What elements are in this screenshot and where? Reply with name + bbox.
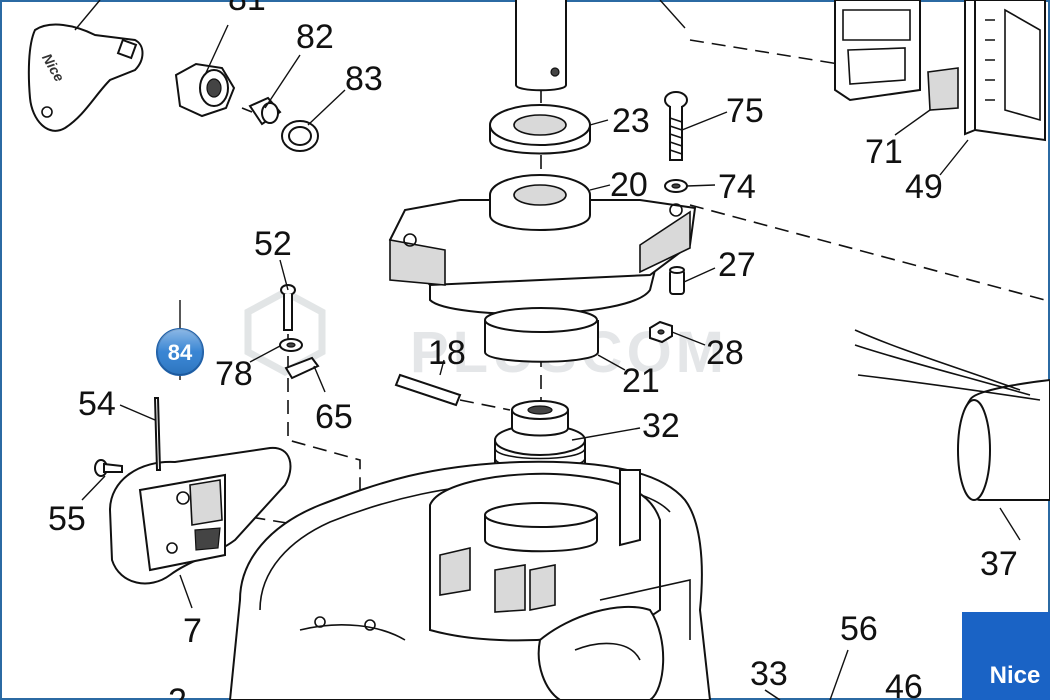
part-81-nut	[174, 62, 236, 118]
output-shaft	[515, 0, 567, 92]
nice-brand-box	[962, 612, 1050, 700]
part-18-pin	[394, 373, 462, 407]
part-23-bearing	[489, 104, 591, 155]
callout-46: 46	[885, 668, 923, 700]
callout-55: 55	[48, 500, 86, 538]
callout-71: 71	[865, 133, 903, 171]
badge-gloss	[157, 329, 203, 375]
callout-7: 7	[183, 612, 202, 650]
part-82-bush	[241, 96, 282, 126]
part-71-control-board	[834, 0, 959, 111]
part-20-flange	[388, 174, 697, 315]
part-55-screw	[94, 459, 123, 477]
callout-81: 81	[228, 0, 266, 18]
callout-37: 37	[980, 545, 1018, 583]
part-65-cap	[284, 356, 320, 380]
callout-21: 21	[622, 362, 660, 400]
callout-75: 75	[726, 92, 764, 130]
part-75-screw	[664, 91, 688, 161]
part-33-screw	[764, 689, 781, 700]
callout-2: 2	[168, 682, 187, 700]
part-78-washer	[279, 338, 303, 352]
callout-78: 78	[215, 355, 253, 393]
nice-brand-label: Nice	[990, 662, 1041, 689]
callout-49: 49	[905, 168, 943, 206]
callout-labels: 81 82 83 23 75 20 74 71 49 52 27 18 28 2…	[48, 0, 1018, 700]
part-7-cover	[108, 446, 292, 585]
callout-65: 65	[315, 398, 353, 436]
callout-20: 20	[610, 166, 648, 204]
release-key-part: Nice	[27, 23, 144, 132]
part-74-washer	[664, 179, 688, 193]
callout-32: 32	[642, 407, 680, 445]
callout-23: 23	[612, 102, 650, 140]
callout-82: 82	[296, 18, 334, 56]
part-28-nut	[649, 320, 673, 344]
callout-33: 33	[750, 655, 788, 693]
callout-28: 28	[706, 334, 744, 372]
part-2-housing	[228, 460, 712, 700]
callout-56: 56	[840, 610, 878, 648]
part-52-screw	[280, 284, 296, 331]
callout-52: 52	[254, 225, 292, 263]
part-83-ring	[281, 120, 319, 152]
badge-label: 84	[168, 340, 193, 365]
highlight-badge-84[interactable]: 84	[156, 328, 204, 376]
callout-18: 18	[428, 334, 466, 372]
leader-lines	[74, 0, 1021, 700]
part-49-limit-switch-bracket	[964, 0, 1046, 142]
nice-brand-badge: Nice	[962, 612, 1050, 700]
callout-27: 27	[718, 246, 756, 284]
part-27-spacer	[669, 266, 685, 295]
callout-83: 83	[345, 60, 383, 98]
part-21-bushing	[484, 307, 599, 363]
part-37-capacitor	[854, 329, 1050, 501]
callout-54: 54	[78, 385, 116, 423]
callout-74: 74	[718, 168, 756, 206]
part-54-rod	[153, 397, 162, 471]
